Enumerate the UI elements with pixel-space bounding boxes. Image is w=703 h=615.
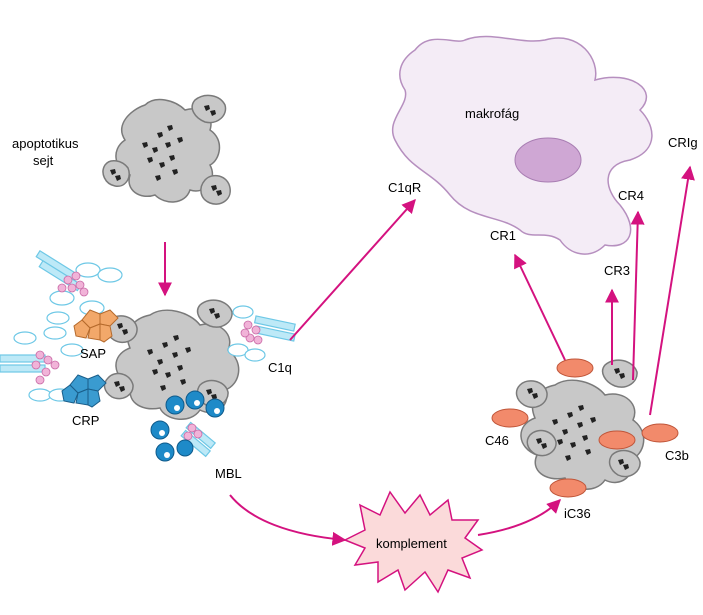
complement-coated-cell-icon [491, 358, 679, 498]
mbl-label: MBL [215, 466, 242, 481]
arrow-complement-to-ic36 [477, 499, 561, 536]
cr4-label: CR4 [618, 188, 644, 203]
cr1-label: CR1 [490, 228, 516, 243]
c1q-molecule-icon [35, 249, 123, 325]
arrow-to-cr4 [630, 210, 645, 381]
crp-label: CRP [72, 413, 99, 428]
macrophage-icon [392, 35, 653, 255]
opsonized-cell-icon [103, 299, 240, 420]
crp-pentamer-icon [61, 374, 107, 408]
cr3-label: CR3 [604, 263, 630, 278]
complement-burst-icon [343, 490, 484, 594]
ic36-label: iC36 [564, 506, 591, 521]
c46-label: C46 [485, 433, 509, 448]
sap-pentamer-icon [73, 309, 119, 343]
complement-label: komplement [376, 536, 447, 551]
nucleus-icon [514, 137, 582, 183]
c3b-label: C3b [665, 448, 689, 463]
mbl-molecule-icon [150, 390, 225, 462]
sap-label: SAP [80, 346, 106, 361]
apoptotic-cell-label-line2: sejt [33, 153, 54, 168]
crig-label: CRIg [668, 135, 698, 150]
arrow-c1q-to-c1qr [289, 198, 416, 341]
c1qr-label: C1qR [388, 180, 421, 195]
apoptotic-cell-icon [102, 94, 231, 205]
c1q-molecule-icon [227, 305, 296, 362]
arrow-to-cr1 [514, 253, 566, 361]
c1q-label: C1q [268, 360, 292, 375]
apoptotic-cell-label-line1: apoptotikus [12, 136, 79, 151]
arrow-mbl-to-complement [229, 494, 347, 546]
c1q-molecule-icon [0, 326, 84, 402]
macrophage-label: makrofág [465, 106, 519, 121]
arrow-to-crig [649, 165, 695, 416]
